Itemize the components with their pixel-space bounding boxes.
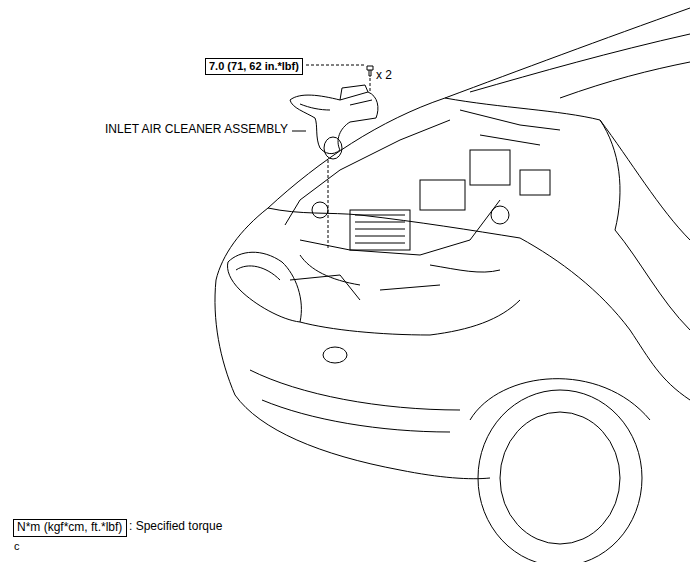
torque-value: N*m (kgf*cm, ft.*lbf)	[17, 521, 123, 535]
quantity-label: x 2	[376, 69, 392, 83]
figure-code: c	[14, 540, 20, 553]
part-name: INLET AIR CLEANER ASSEMBLY	[105, 123, 288, 137]
torque-box: 7.0 (71, 62 in.*lbf)	[205, 58, 303, 75]
legend-torque-box: N*m (kgf*cm, ft.*lbf)	[13, 519, 127, 537]
torque-value: 7.0 (71, 62 in.*lbf)	[209, 60, 299, 73]
legend-text: : Specified torque	[129, 520, 222, 534]
